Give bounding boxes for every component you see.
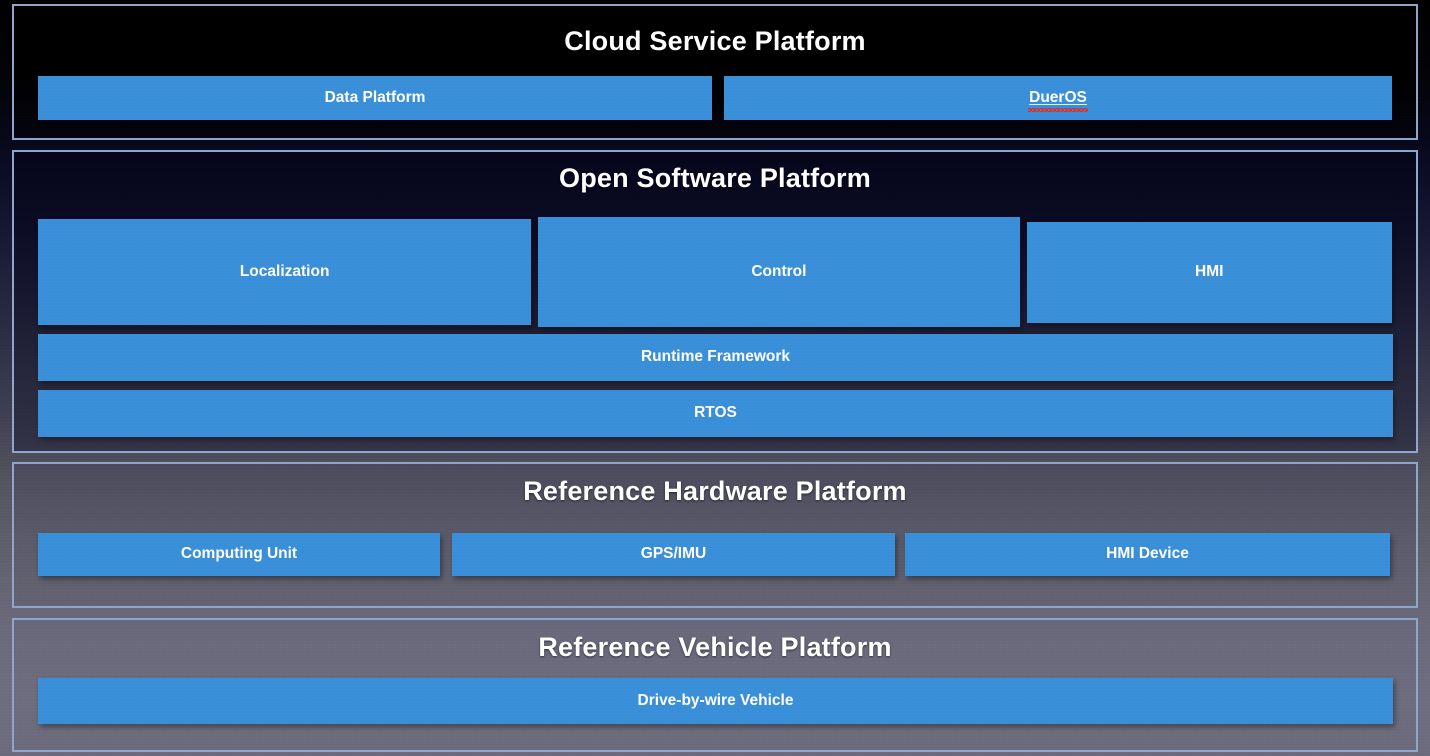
box-rtos[interactable]: RTOS: [38, 390, 1393, 437]
tier-title-open-software-platform: Open Software Platform: [559, 163, 871, 193]
box-label-localization: Localization: [239, 262, 330, 280]
tier-title-reference-hardware-platform: Reference Hardware Platform: [523, 476, 907, 506]
hardware-box-row: Computing Unit GPS/IMU HMI Device: [14, 533, 1416, 576]
box-label-control: Control: [751, 262, 807, 280]
box-label-computing-unit: Computing Unit: [180, 545, 298, 563]
box-dueros[interactable]: DuerOS: [724, 76, 1392, 120]
box-label-hmi: HMI: [1195, 263, 1224, 281]
spacer: [1020, 217, 1027, 327]
software-module-row: Localization Control HMI: [14, 217, 1416, 327]
box-label-dueros: DuerOS: [1028, 88, 1088, 112]
box-computing-unit[interactable]: Computing Unit: [38, 533, 440, 576]
tier-cloud-service-platform: Cloud Service Platform Data Platform Due…: [12, 4, 1418, 140]
box-label-drive-by-wire-vehicle: Drive-by-wire Vehicle: [637, 691, 794, 709]
box-label-gps-imu: GPS/IMU: [640, 545, 707, 563]
tier-reference-hardware-platform: Reference Hardware Platform Computing Un…: [12, 462, 1418, 608]
tier-reference-vehicle-platform: Reference Vehicle Platform Drive-by-wire…: [12, 618, 1418, 752]
box-gps-imu[interactable]: GPS/IMU: [452, 533, 895, 576]
tier-title-cloud-service-platform: Cloud Service Platform: [564, 26, 866, 56]
box-runtime-framework[interactable]: Runtime Framework: [38, 334, 1393, 381]
spacer: [440, 533, 452, 576]
box-hmi[interactable]: HMI: [1026, 222, 1392, 323]
spacer: [712, 76, 724, 120]
spacer: [531, 217, 538, 327]
box-drive-by-wire-vehicle[interactable]: Drive-by-wire Vehicle: [38, 678, 1393, 724]
tier-open-software-platform: Open Software Platform Localization Cont…: [12, 150, 1418, 453]
tier-title-reference-vehicle-platform: Reference Vehicle Platform: [538, 632, 892, 662]
box-label-hmi-device: HMI Device: [1106, 545, 1189, 563]
box-label-data-platform: Data Platform: [324, 88, 426, 106]
spacer: [895, 533, 905, 576]
box-localization[interactable]: Localization: [38, 219, 532, 325]
box-hmi-device[interactable]: HMI Device: [905, 533, 1390, 576]
box-data-platform[interactable]: Data Platform: [38, 76, 712, 120]
box-control[interactable]: Control: [538, 217, 1020, 327]
box-label-runtime-framework: Runtime Framework: [640, 348, 790, 366]
cloud-box-row: Data Platform DuerOS: [14, 76, 1416, 120]
box-label-rtos: RTOS: [694, 404, 737, 422]
